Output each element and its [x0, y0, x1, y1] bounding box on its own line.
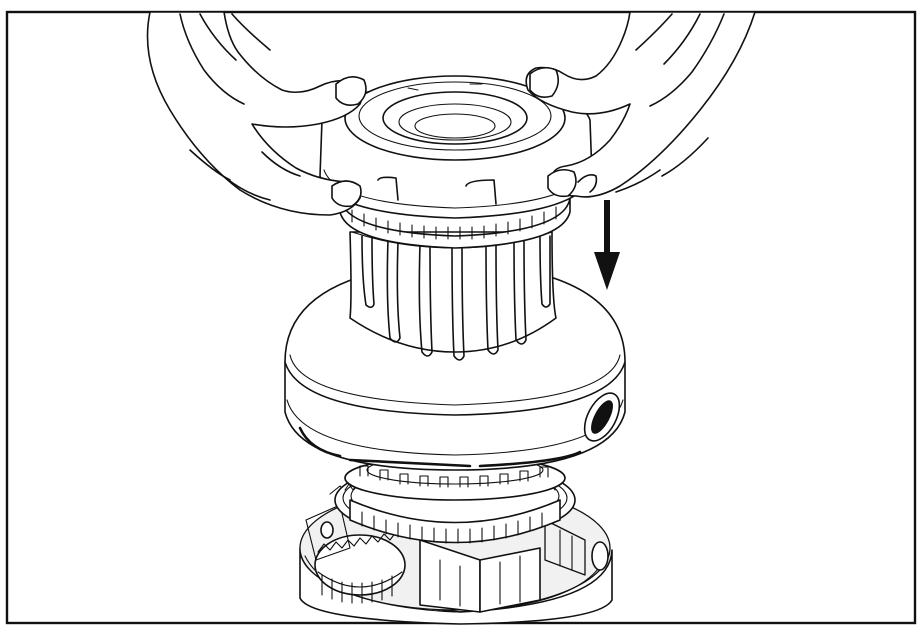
gearbox-base — [299, 455, 613, 625]
top-cap — [319, 75, 593, 249]
winch-drum — [284, 231, 626, 471]
spur-gear — [314, 531, 406, 604]
hands-illustration — [146, 11, 756, 216]
down-arrow-icon — [594, 200, 620, 290]
brand-badge — [583, 392, 621, 442]
